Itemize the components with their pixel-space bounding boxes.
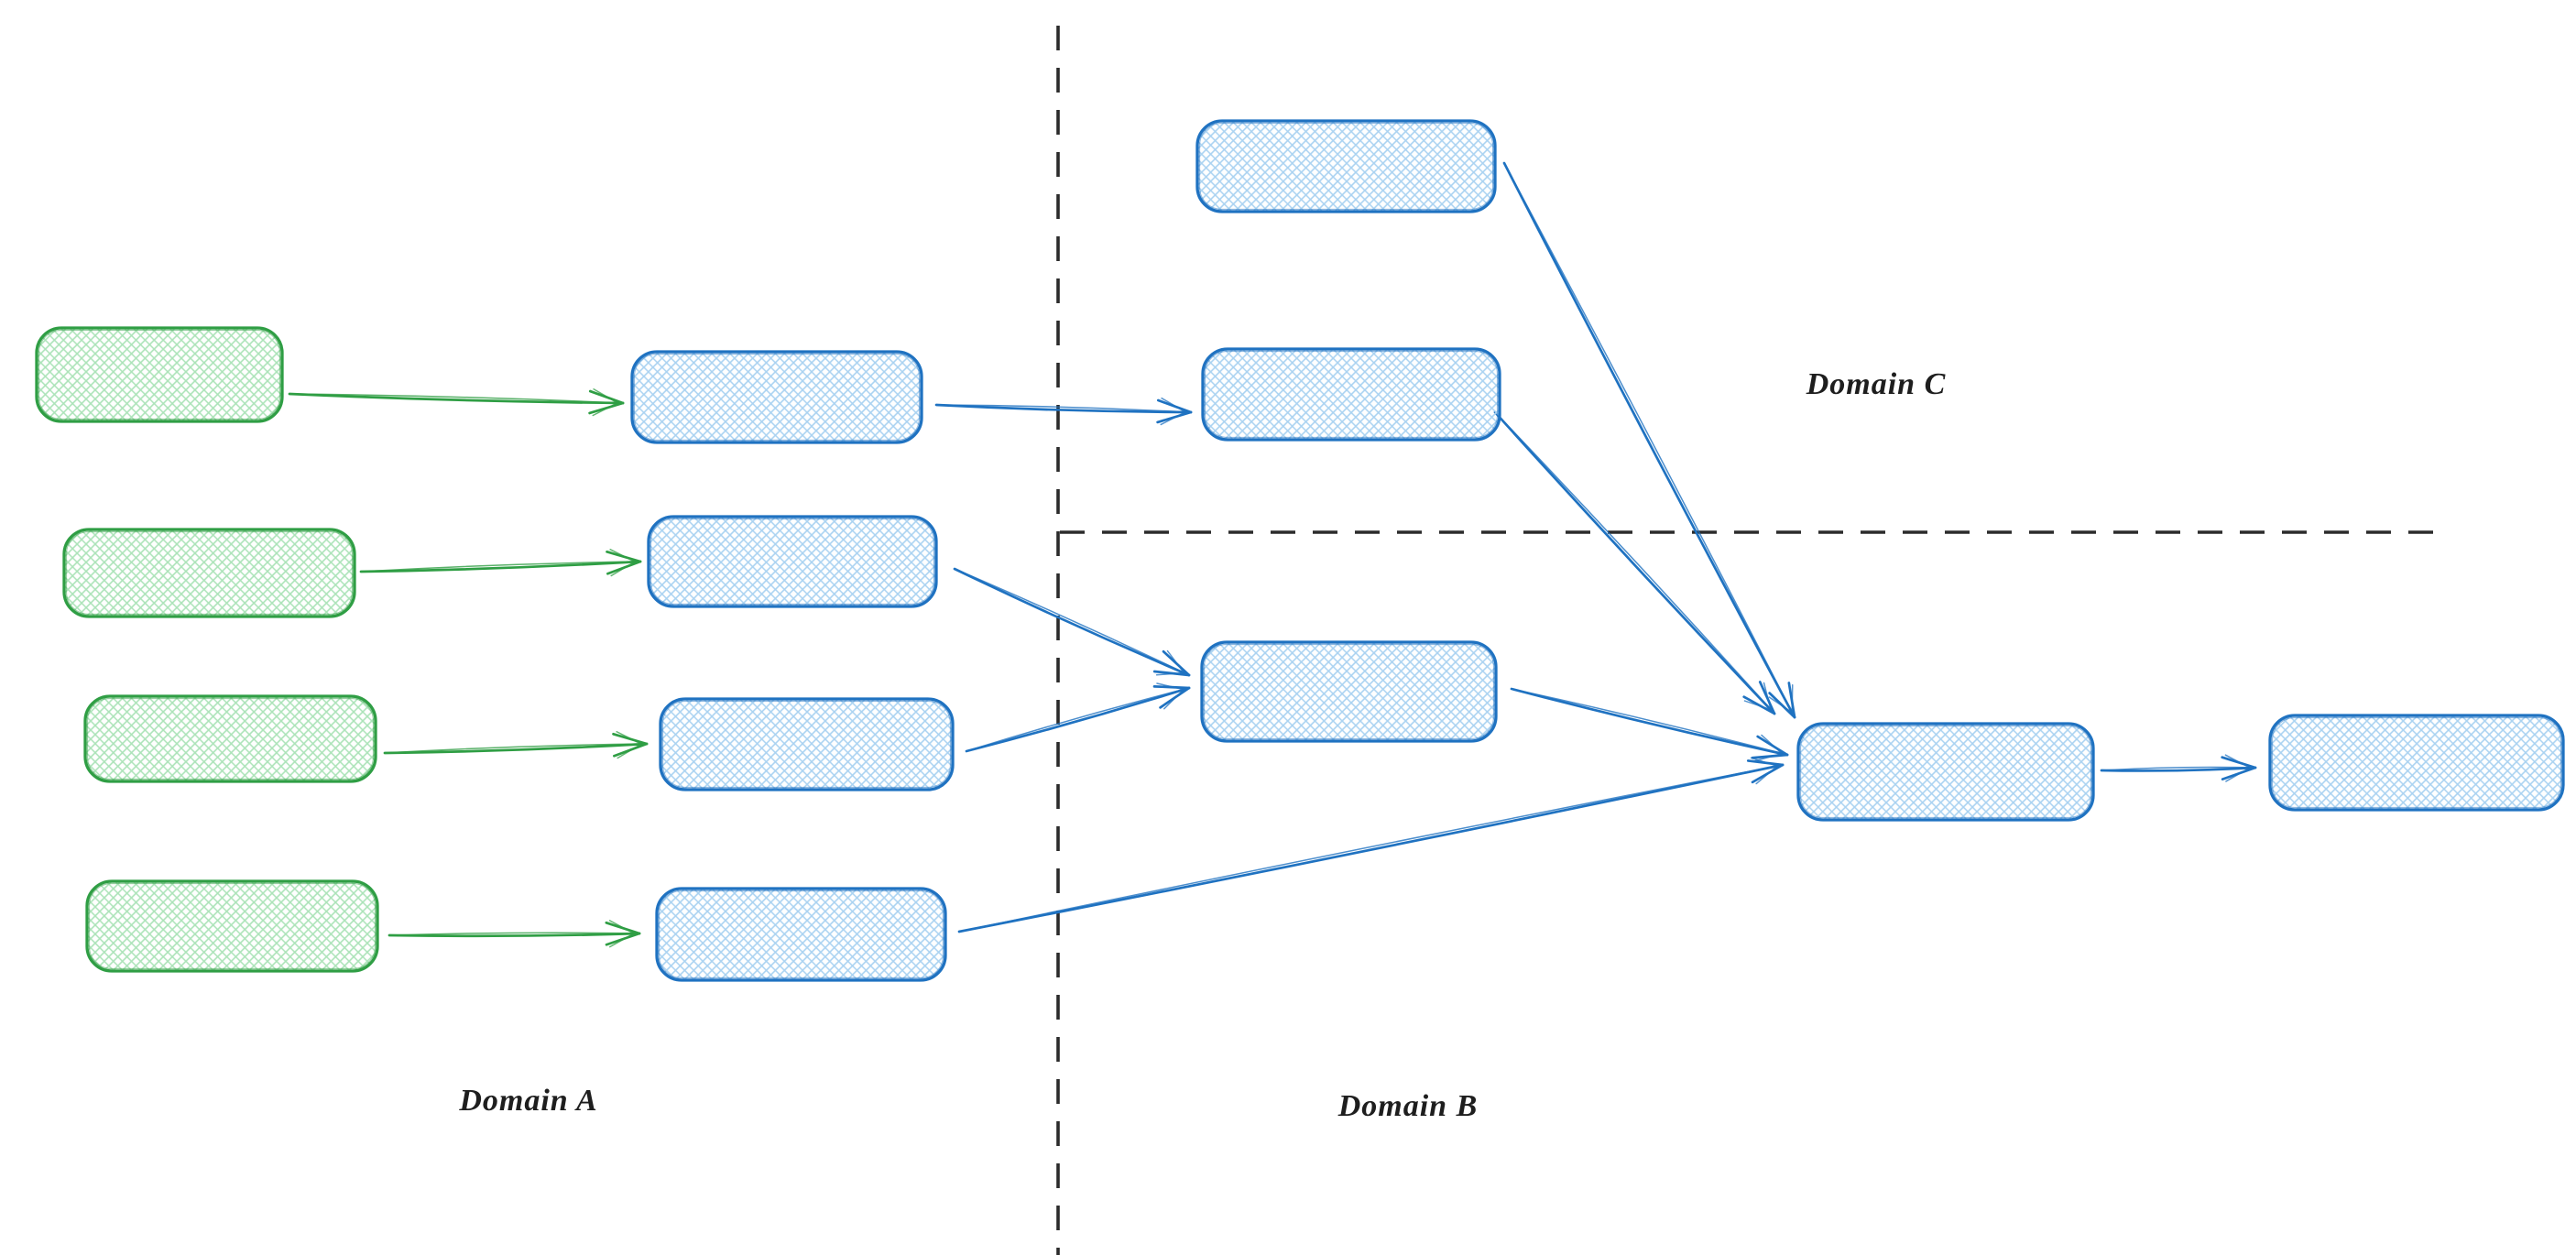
arrow-process2-to-bnode1 — [953, 567, 1191, 677]
node-domain-a-source-4 — [85, 879, 379, 973]
node-domain-b-merge — [1796, 722, 2095, 822]
arrow-source3-to-process3 — [383, 731, 649, 759]
arrow-source4-to-process4 — [387, 920, 641, 948]
arrow-source1-to-process1 — [288, 387, 625, 417]
node-domain-a-source-3 — [83, 694, 377, 783]
label-layer: Domain A Domain B Domain C — [458, 367, 1947, 1123]
node-domain-a-process-1 — [630, 350, 923, 444]
node-domain-a-source-2 — [62, 528, 356, 618]
node-layer — [35, 119, 2565, 982]
arrow-source2-to-process2 — [359, 549, 642, 577]
label-domain-b: Domain B — [1337, 1089, 1479, 1123]
label-domain-a: Domain A — [458, 1084, 597, 1118]
node-domain-a-process-4 — [655, 887, 947, 982]
node-domain-b-final — [2268, 714, 2565, 812]
node-domain-c-node-2 — [1201, 347, 1501, 442]
divider-layer — [1056, 26, 2446, 1255]
arrow-process3-to-bnode1 — [965, 682, 1191, 753]
label-domain-c: Domain C — [1806, 367, 1947, 401]
node-domain-a-source-1 — [35, 326, 284, 423]
arrow-process4-to-merge — [957, 757, 1785, 933]
arrow-process1-to-cnode2 — [934, 397, 1193, 426]
node-domain-b-node-1 — [1200, 640, 1498, 743]
arrow-cnode1-to-merge — [1502, 161, 1796, 719]
arrow-merge-to-final — [2100, 754, 2257, 782]
node-domain-c-node-1 — [1195, 119, 1497, 213]
arrow-cnode2-to-merge — [1493, 410, 1776, 715]
arrow-bnode1-to-merge — [1510, 687, 1789, 762]
edge-layer — [288, 161, 2257, 948]
node-domain-a-process-3 — [659, 697, 955, 791]
node-domain-a-process-2 — [647, 515, 938, 608]
